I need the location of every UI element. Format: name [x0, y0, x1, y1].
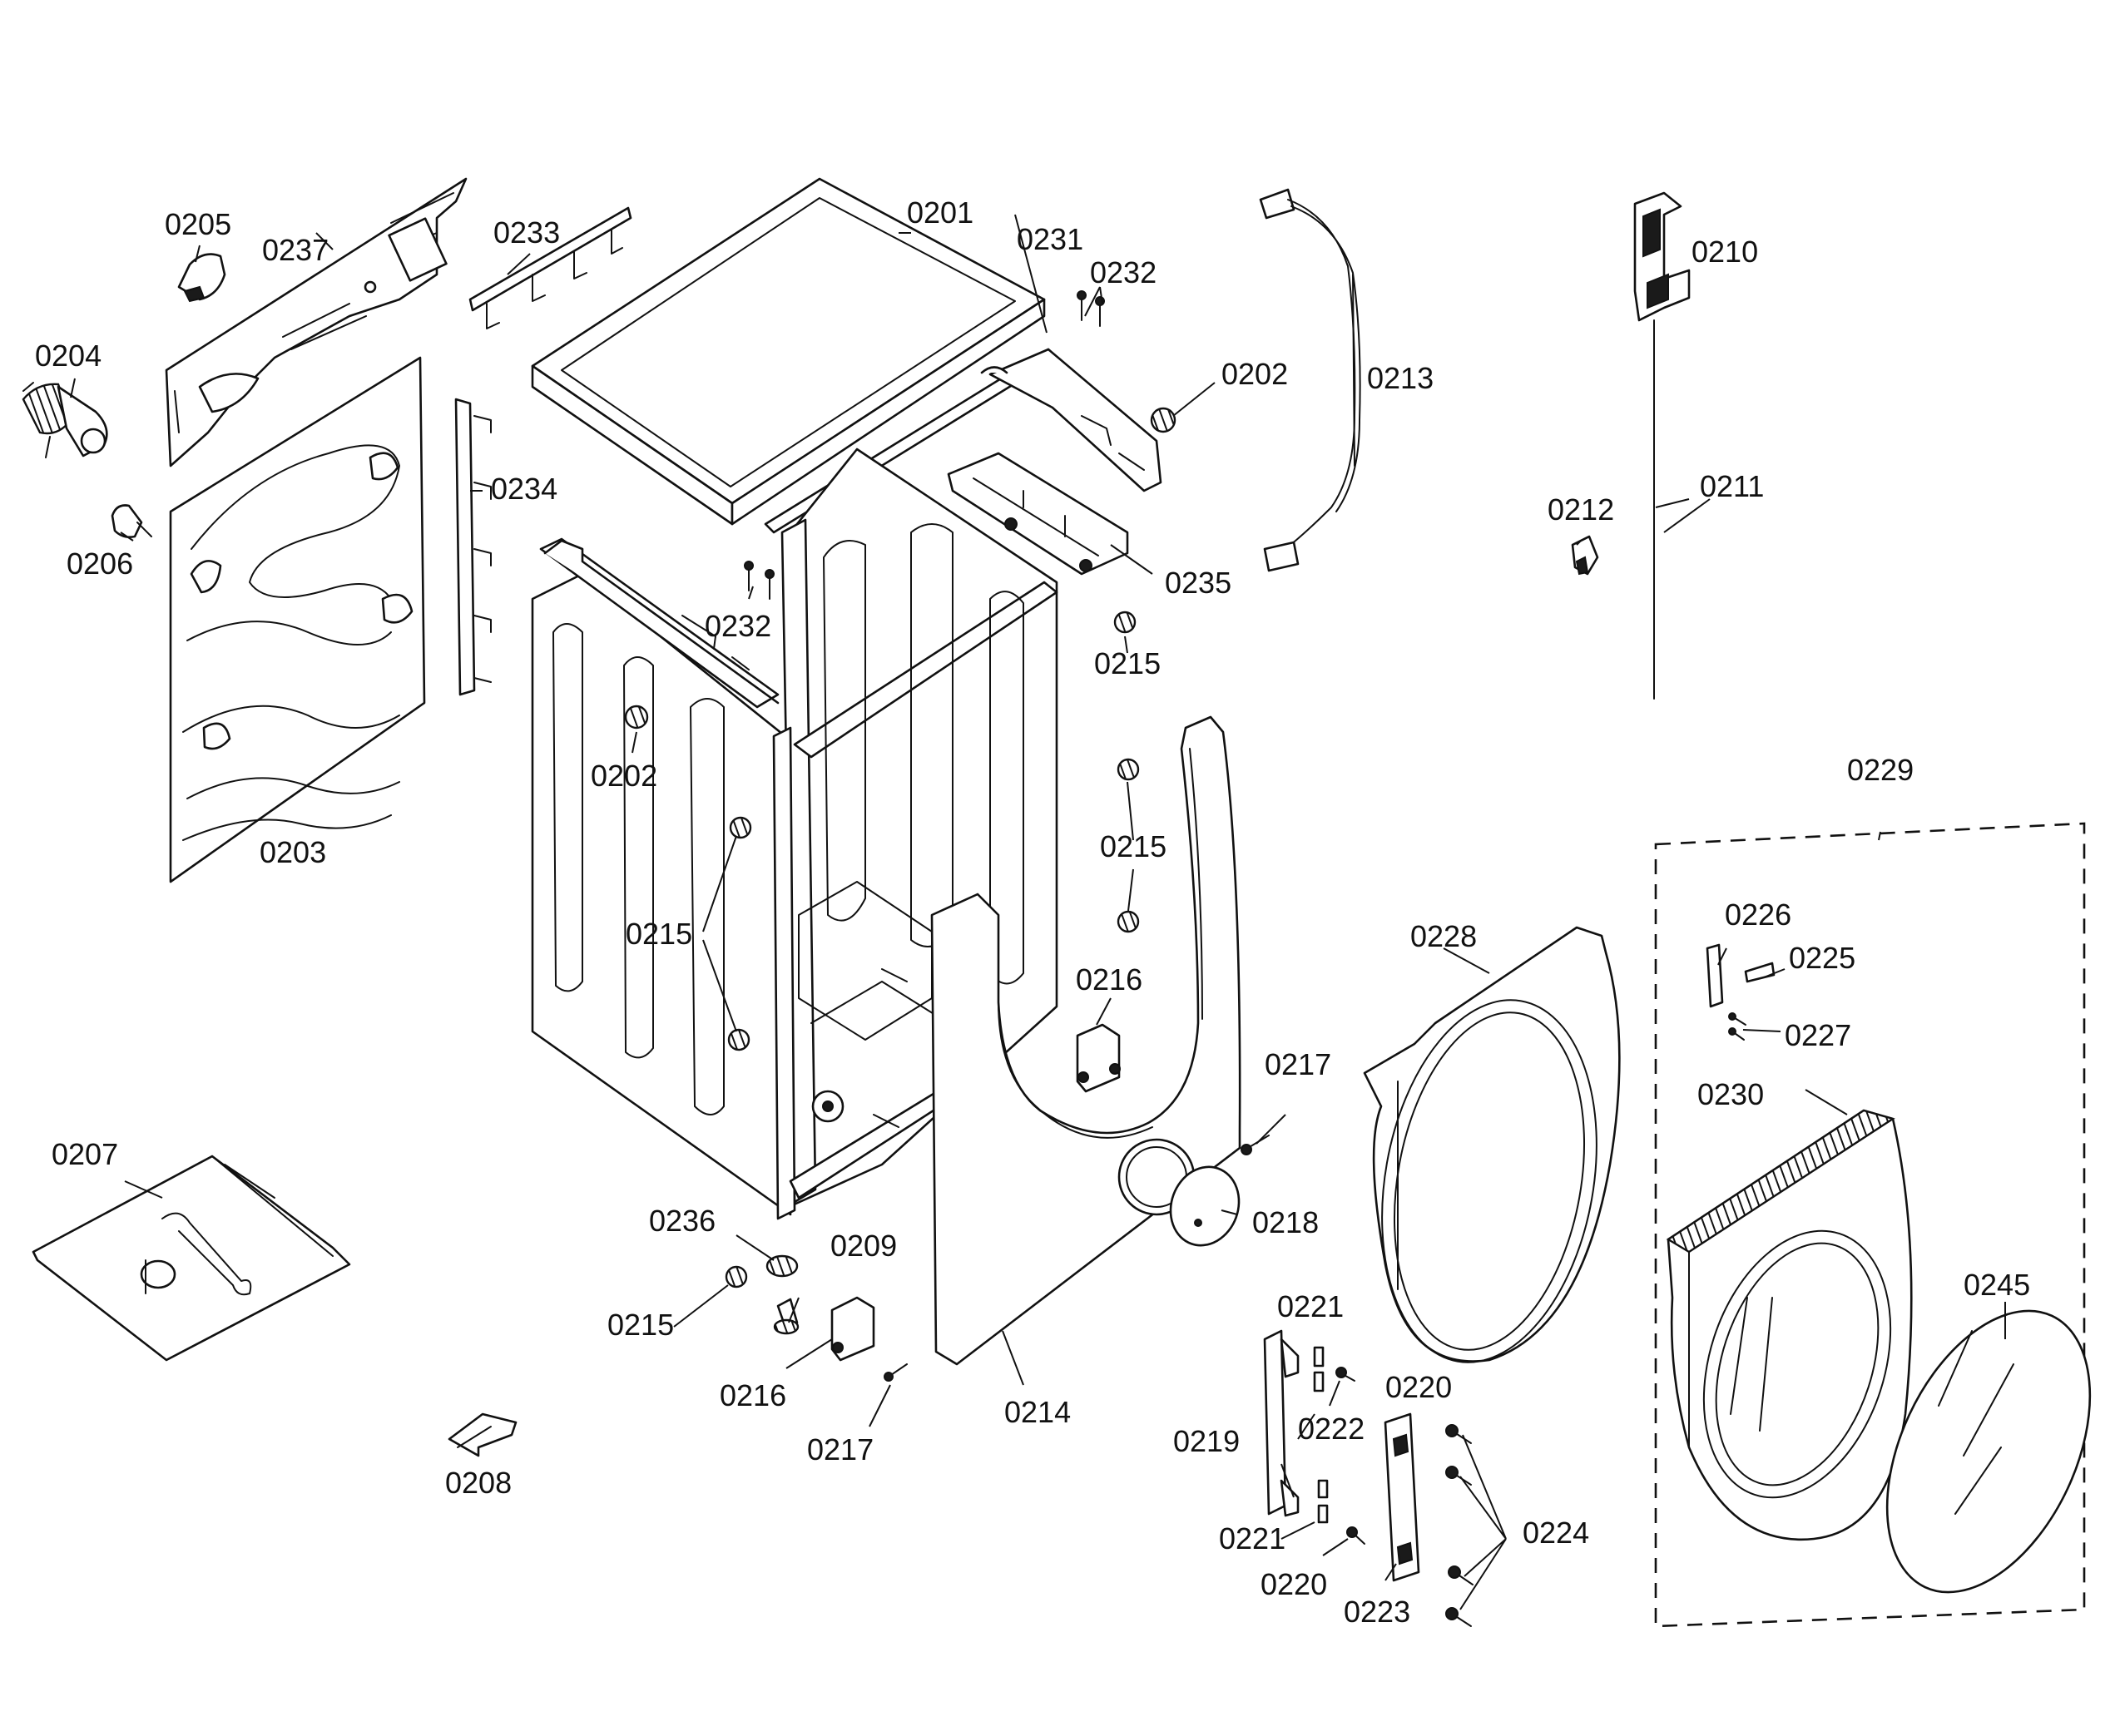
label-0201: 0201	[907, 195, 973, 230]
label-0227: 0227	[1785, 1018, 1851, 1052]
part-0202-nut-top	[1150, 407, 1176, 433]
part-0215-damper-bottom	[725, 1265, 748, 1288]
label-0221-bottom: 0221	[1219, 1521, 1285, 1555]
part-0201-top-lid	[531, 177, 1046, 526]
label-0224: 0224	[1523, 1516, 1589, 1550]
label-0215-top: 0215	[1094, 646, 1161, 680]
part-0233-strip	[468, 206, 632, 329]
part-0216-bracket-right	[1076, 1023, 1121, 1093]
label-0211: 0211	[1700, 469, 1764, 503]
label-0219: 0219	[1173, 1424, 1240, 1458]
part-0204-valve	[22, 382, 108, 458]
label-0233: 0233	[493, 215, 560, 250]
part-0209-foot	[773, 1298, 800, 1335]
part-0219-hinge	[1263, 1329, 1300, 1517]
label-0209: 0209	[830, 1229, 897, 1263]
label-0231: 0231	[1017, 222, 1083, 256]
label-0220-bottom: 0220	[1261, 1567, 1327, 1601]
label-0217-right: 0217	[1265, 1047, 1331, 1081]
label-0222: 0222	[1298, 1412, 1365, 1446]
part-0215-dampers-cabinet	[727, 816, 752, 1051]
label-0207: 0207	[52, 1137, 118, 1171]
label-0229: 0229	[1847, 753, 1914, 787]
label-0204: 0204	[35, 339, 102, 373]
label-0228: 0228	[1410, 919, 1477, 953]
part-0245-door-glass	[1885, 1309, 2092, 1594]
part-0207-bag	[32, 1155, 351, 1362]
part-0230-door-frame	[1666, 1109, 1913, 1541]
label-0215-right: 0215	[1100, 829, 1166, 863]
label-0214: 0214	[1004, 1395, 1071, 1429]
label-0234: 0234	[491, 472, 557, 506]
label-0232-top: 0232	[1090, 255, 1157, 289]
label-0223: 0223	[1344, 1595, 1410, 1629]
label-0202-top: 0202	[1221, 357, 1288, 391]
part-0203-back-panel	[169, 356, 426, 883]
part-0232-screws-top	[1077, 290, 1105, 327]
part-0206-screw	[111, 504, 152, 538]
label-0208: 0208	[445, 1466, 512, 1500]
label-0216-right: 0216	[1076, 962, 1142, 997]
part-0226-0227-latch-parts	[1706, 943, 1776, 1041]
label-0236: 0236	[649, 1204, 716, 1238]
part-0202-nut-cabinet	[624, 705, 649, 730]
label-0217-bottom: 0217	[807, 1432, 874, 1466]
label-0216-bottom: 0216	[720, 1378, 786, 1412]
label-0210: 0210	[1692, 235, 1758, 269]
part-0218-cap	[1169, 1165, 1241, 1247]
label-0226: 0226	[1725, 898, 1791, 932]
label-0237: 0237	[262, 233, 329, 267]
label-0205: 0205	[165, 207, 231, 241]
part-0220-screws	[1335, 1367, 1365, 1545]
part-0234-strip	[454, 398, 492, 696]
label-0225: 0225	[1789, 941, 1855, 975]
label-0215-cabinet: 0215	[626, 917, 692, 951]
part-labels: 0205 0237 0233 0201 0231 0232 0202 0213 …	[35, 195, 2030, 1629]
label-0232-left: 0232	[705, 609, 771, 643]
part-0228-door-ring	[1363, 926, 1621, 1363]
label-0245: 0245	[1964, 1268, 2030, 1302]
label-0213: 0213	[1367, 361, 1434, 395]
part-0213-harness	[1259, 188, 1361, 572]
part-0235-bracket	[947, 452, 1129, 576]
part-0208-clip	[448, 1412, 518, 1457]
part-0216-bracket-bottom	[830, 1296, 875, 1362]
label-0215-bottom: 0215	[607, 1308, 674, 1342]
part-0237-back-bracket	[165, 177, 468, 467]
part-0210-switch	[1633, 191, 1691, 334]
label-0235: 0235	[1165, 566, 1231, 600]
part-0221-bushings	[1313, 1346, 1329, 1524]
part-0212-clip	[1571, 535, 1599, 576]
part-0215-dampers-right	[1113, 611, 1140, 933]
part-0223-strip	[1384, 1412, 1420, 1582]
label-0221-top: 0221	[1277, 1289, 1344, 1323]
label-0230: 0230	[1697, 1077, 1764, 1111]
label-0203: 0203	[260, 835, 326, 869]
label-0206: 0206	[67, 547, 133, 581]
label-0218: 0218	[1252, 1205, 1319, 1239]
leader-lines	[70, 214, 2006, 1610]
part-0205-knob	[177, 253, 226, 303]
label-0202-cabinet: 0202	[591, 759, 657, 793]
part-0236-washer	[765, 1254, 799, 1278]
part-0229-door-assembly-box	[1654, 822, 2086, 1628]
label-0212: 0212	[1548, 492, 1614, 527]
label-0220-top: 0220	[1385, 1370, 1452, 1404]
part-0232-screws-left	[744, 561, 775, 600]
